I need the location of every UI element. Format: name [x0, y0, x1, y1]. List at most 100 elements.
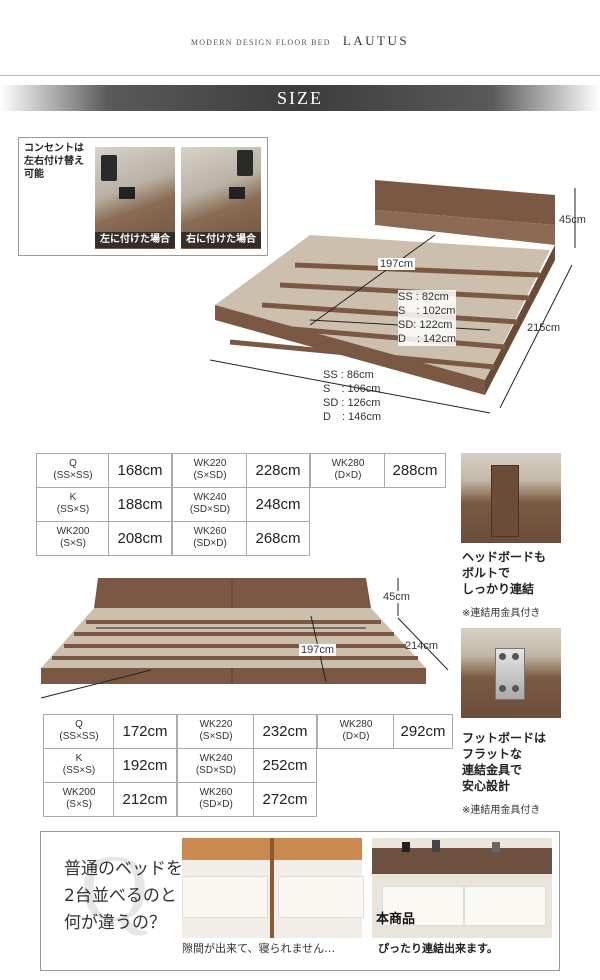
- table-cell-width: 288cm: [384, 453, 446, 488]
- question-watermark: Q: [80, 835, 149, 941]
- outlet-right-caption: 右に付けた場合: [181, 232, 261, 248]
- footboard-text-line: 安心設計: [462, 779, 511, 793]
- frame-width-arrow: [209, 359, 491, 414]
- smartphone-icon: [492, 842, 500, 852]
- bed-frame-front: [41, 668, 426, 684]
- table-cell-width: 168cm: [108, 453, 172, 488]
- table-cell-width: 292cm: [393, 714, 453, 749]
- headboard-note: ※連結用金具付き: [462, 608, 541, 619]
- section-banner: [0, 85, 600, 111]
- gap-line: [270, 838, 274, 938]
- brand-subtitle: MODERN DESIGN FLOOR BED: [190, 38, 331, 47]
- header-divider: [0, 75, 600, 76]
- table-cell-width: 248cm: [246, 487, 310, 522]
- outlet-left-caption: 左に付けた場合: [95, 232, 175, 248]
- table-cell-combo: WK280(D×D): [317, 714, 395, 749]
- headboard-text-line: ヘッドボードも: [462, 550, 547, 564]
- table-cell-combo: WK240(SD×SD): [177, 748, 255, 783]
- outlet-left-photo: 左に付けた場合: [95, 147, 175, 249]
- headboard-joint-photo: [461, 453, 561, 543]
- brand-name: LAUTUS: [342, 33, 410, 48]
- question-line: 何が違うの？: [64, 913, 166, 933]
- headboard-joint-text: ヘッドボードも ボルトで しっかり連結: [462, 549, 546, 597]
- table-cell-width: 268cm: [246, 521, 310, 556]
- table-cell-width: 252cm: [253, 748, 317, 783]
- table-cell-width: 192cm: [113, 748, 177, 783]
- table-cell-width: 172cm: [113, 714, 177, 749]
- metal-bracket-icon: [495, 648, 525, 700]
- mattress-width-item: D : 142cm: [398, 333, 457, 345]
- double-total-length-label: 214cm: [405, 640, 439, 652]
- smartphone-icon: [432, 840, 440, 852]
- table-cell-combo: WK220(S×SD): [172, 453, 248, 488]
- height-label: 45cm: [559, 214, 586, 226]
- table-cell-width: 188cm: [108, 487, 172, 522]
- table-cell-width: 208cm: [108, 521, 172, 556]
- outlet-icon: [119, 187, 135, 199]
- outlet-note-line: 左右付け替え: [24, 156, 84, 167]
- footboard-text-line: フットボードは: [462, 731, 547, 745]
- footboard-note: ※連結用金具付き: [462, 805, 541, 816]
- table-cell-combo: Q(SS×SS): [36, 453, 110, 488]
- total-length-arrow: [397, 617, 449, 671]
- outlet-note-line: 可能: [24, 169, 44, 180]
- smartphone-icon: [101, 155, 117, 181]
- mattress-width-list: SS : 82cm S : 102cm SD: 122cm D : 142cm: [398, 290, 457, 346]
- frame-width-item: D : 146cm: [323, 411, 382, 423]
- brand-header: MODERN DESIGN FLOOR BED LAUTUS: [0, 30, 600, 49]
- joint-post: [491, 465, 519, 537]
- smartphone-icon: [402, 842, 410, 852]
- total-length-arrow: [499, 264, 573, 409]
- joined-caption: ぴったり連結出来ます。: [378, 942, 498, 955]
- table-cell-width: 272cm: [253, 782, 317, 817]
- headboard-text-line: ボルトで: [462, 566, 511, 580]
- size-table-1: Q(SS×SS) 168cm K(SS×S) 188cm WK200(S×S) …: [36, 453, 446, 556]
- footboard-joint-text: フットボードは フラットな 連結金具で 安心設計: [462, 730, 546, 794]
- table-cell-width: 232cm: [253, 714, 317, 749]
- gap-caption: 隙間が出来て、寝られません…: [182, 942, 336, 955]
- table-cell-combo: K(SS×S): [43, 748, 115, 783]
- mattress-width-item: S : 102cm: [398, 305, 456, 317]
- total-length-label: 215cm: [527, 322, 561, 334]
- mattress-width-item: SS : 82cm: [398, 291, 449, 303]
- double-bed-illustration: [40, 578, 449, 699]
- outlet-icon: [229, 187, 245, 199]
- table-cell-combo: WK280(D×D): [310, 453, 386, 488]
- table-cell-width: 212cm: [113, 782, 177, 817]
- gap-beds-photo: [182, 838, 364, 938]
- table-cell-combo: WK240(SD×SD): [172, 487, 248, 522]
- table-cell-combo: WK260(SD×D): [172, 521, 248, 556]
- double-height-label: 45cm: [383, 591, 410, 603]
- frame-width-item: S : 106cm: [323, 383, 381, 395]
- table-cell-combo: WK260(SD×D): [177, 782, 255, 817]
- comparison-question: 普通のベッドを 2台並べるのと 何が違うの？: [64, 856, 183, 937]
- table-cell-combo: WK200(S×S): [36, 521, 110, 556]
- footboard-text-line: フラットな: [462, 747, 523, 761]
- footboard-text-line: 連結金具で: [462, 763, 523, 777]
- frame-width-list: SS : 86cm S : 106cm SD : 126cm D : 146cm: [323, 368, 381, 424]
- double-length-label: 197cm: [299, 644, 337, 656]
- section-title: SIZE: [277, 88, 323, 108]
- product-label: 本商品: [376, 912, 416, 927]
- size-table-2: Q(SS×SS) 172cm K(SS×S) 192cm WK200(S×S) …: [43, 714, 453, 817]
- outlet-note-line: コンセントは: [24, 143, 84, 154]
- mattress-width-item: SD: 122cm: [398, 319, 453, 331]
- question-line: 普通のベッドを: [64, 859, 183, 879]
- table-cell-combo: K(SS×S): [36, 487, 110, 522]
- length-arrow: [309, 234, 436, 326]
- smartphone-icon: [237, 150, 253, 176]
- table-cell-combo: Q(SS×SS): [43, 714, 115, 749]
- question-line: 2台並べるのと: [64, 886, 177, 906]
- frame-width-item: SS : 86cm: [323, 369, 374, 381]
- mattress-width-arrow: [40, 669, 152, 699]
- length-label: 197cm: [378, 258, 416, 270]
- table-cell-combo: WK200(S×S): [43, 782, 115, 817]
- table-cell-width: 228cm: [246, 453, 310, 488]
- joined-beds-photo: 本商品: [372, 838, 552, 938]
- outlet-note: コンセントは 左右付け替え 可能: [24, 142, 84, 181]
- frame-width-item: SD : 126cm: [323, 397, 381, 409]
- single-bed-illustration: [209, 180, 576, 414]
- headboard-text-line: しっかり連結: [462, 582, 535, 596]
- footboard-joint-photo: [461, 628, 561, 718]
- outlet-right-photo: 右に付けた場合: [181, 147, 261, 249]
